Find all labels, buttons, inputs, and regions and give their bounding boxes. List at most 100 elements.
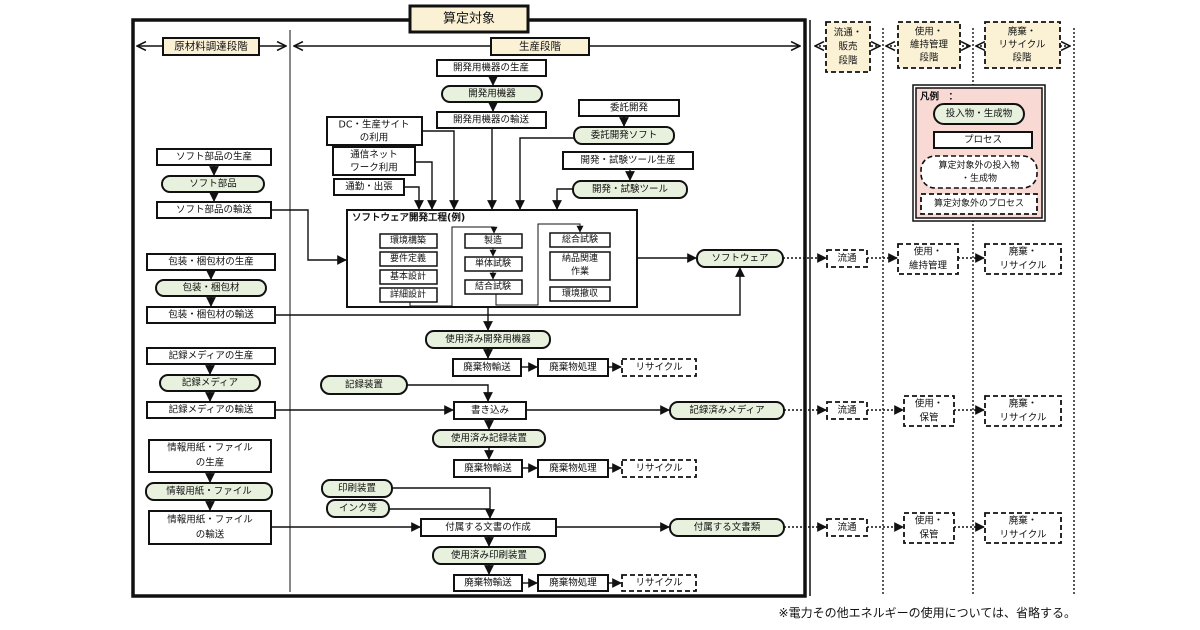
svg-text:廃棄物輸送: 廃棄物輸送 — [463, 361, 511, 373]
node-dev-equipment — [441, 85, 543, 103]
legend-process-symbol — [933, 131, 1033, 149]
svg-text:付属する文書類: 付属する文書類 — [694, 521, 761, 533]
stage-disposal-label: 廃棄・ — [1008, 26, 1037, 38]
svg-text:リサイクル: リサイクル — [998, 40, 1046, 51]
svg-text:保管: 保管 — [919, 412, 938, 424]
legend-out-product-symbol — [920, 155, 1038, 189]
svg-text:使用済み記録装置: 使用済み記録装置 — [451, 432, 527, 444]
svg-text:・生成物: ・生成物 — [961, 172, 997, 184]
legend-product-label: 投入物・生成物 — [946, 108, 1013, 120]
node-disposal-3 — [984, 512, 1062, 544]
svg-text:リサイクル: リサイクル — [635, 578, 683, 589]
svg-text:維持管理: 維持管理 — [910, 39, 949, 51]
svg-text:廃棄物処理: 廃棄物処理 — [549, 577, 597, 589]
svg-text:リサイクル: リサイクル — [635, 463, 683, 474]
node-paper-production — [148, 439, 272, 473]
node-soft-parts — [161, 175, 265, 193]
svg-text:委託開発ソフト: 委託開発ソフト — [591, 129, 658, 141]
svg-text:記録メディアの輸送: 記録メディアの輸送 — [169, 404, 254, 416]
svg-text:書き込み: 書き込み — [471, 404, 509, 416]
svg-text:総合試験: 総合試験 — [562, 233, 598, 245]
footnote: ※電力その他エネルギーの使用については、省略する。 — [779, 605, 1076, 620]
svg-text:使用済み印刷装置: 使用済み印刷装置 — [451, 549, 527, 561]
legend-title: 凡例 ： — [919, 91, 958, 103]
svg-text:情報用紙・ファイル: 情報用紙・ファイル — [167, 514, 253, 526]
svg-text:維持管理: 維持管理 — [909, 260, 948, 272]
svg-text:リサイクル: リサイクル — [999, 530, 1047, 541]
node-disposal-1 — [984, 243, 1062, 275]
svg-text:開発・試験ツール生産: 開発・試験ツール生産 — [580, 154, 675, 166]
svg-text:詳細設計: 詳細設計 — [390, 288, 426, 300]
legend-out-process-symbol — [920, 193, 1038, 215]
node-dc-site-usage — [326, 116, 423, 146]
svg-text:記録装置: 記録装置 — [345, 379, 383, 391]
legend: 凡例 ： 投入物・生成物 プロセス 算定対象外の投入物 ・生成物 算定対象外のプ… — [912, 84, 1046, 222]
svg-text:委託開発: 委託開発 — [610, 102, 649, 114]
node-recycle-1 — [621, 358, 697, 377]
svg-text:情報用紙・ファイル: 情報用紙・ファイル — [167, 442, 253, 454]
svg-text:印刷装置: 印刷装置 — [338, 482, 376, 494]
stage-production-label: 生産段階 — [519, 40, 561, 53]
node-outsourcing — [578, 99, 680, 117]
svg-text:包装・梱包材の生産: 包装・梱包材の生産 — [168, 256, 254, 268]
scope-title-box — [408, 4, 530, 34]
stage-distribution-label: 流通・ — [834, 27, 863, 39]
process-box-title: ソフトウェア開発工程(例) — [352, 212, 465, 224]
stage-production-box — [490, 37, 590, 56]
node-tool-production — [562, 151, 694, 170]
node-use-maintenance — [897, 243, 959, 275]
svg-text:通信ネット: 通信ネット — [350, 149, 398, 161]
svg-text:流通: 流通 — [837, 252, 857, 264]
svg-text:使用済み開発用機器: 使用済み開発用機器 — [445, 333, 531, 345]
svg-text:記録メディアの生産: 記録メディアの生産 — [169, 350, 254, 362]
svg-text:環境構築: 環境構築 — [390, 234, 426, 246]
svg-text:廃棄・: 廃棄・ — [1009, 398, 1038, 410]
node-recycle-3 — [621, 574, 697, 592]
stage-use-box — [897, 21, 961, 69]
svg-text:段階: 段階 — [919, 52, 939, 64]
svg-text:作業: 作業 — [571, 265, 589, 277]
node-paper — [145, 482, 273, 501]
svg-text:情報用紙・ファイル: 情報用紙・ファイル — [166, 485, 252, 497]
node-media-production — [146, 347, 276, 365]
svg-text:廃棄・: 廃棄・ — [1009, 515, 1038, 527]
svg-text:の利用: の利用 — [360, 132, 389, 144]
svg-text:流通: 流通 — [837, 404, 857, 416]
stage-distribution-box — [825, 21, 871, 73]
svg-text:リサイクル: リサイクル — [635, 362, 683, 373]
svg-text:基本設計: 基本設計 — [390, 270, 426, 282]
svg-text:の生産: の生産 — [196, 457, 225, 469]
svg-text:保管: 保管 — [919, 529, 938, 541]
svg-text:廃棄物輸送: 廃棄物輸送 — [464, 462, 512, 474]
svg-text:納品関連: 納品関連 — [562, 252, 598, 264]
svg-text:段階: 段階 — [838, 55, 858, 67]
node-network-usage — [332, 146, 416, 176]
stage-disposal-box — [984, 21, 1061, 69]
svg-text:ソフト部品: ソフト部品 — [189, 178, 237, 190]
svg-text:包装・梱包材の輸送: 包装・梱包材の輸送 — [168, 309, 254, 321]
legend-out-product-label: 算定対象外の投入物 — [938, 159, 1019, 171]
svg-text:結合試験: 結合試験 — [475, 280, 511, 292]
node-recycle-2 — [621, 459, 697, 478]
svg-text:単体試験: 単体試験 — [475, 257, 511, 269]
svg-text:記録済みメディア: 記録済みメディア — [689, 404, 764, 416]
svg-text:の輸送: の輸送 — [196, 529, 225, 541]
node-disposal-2 — [984, 395, 1062, 427]
svg-text:DC・生産サイト: DC・生産サイト — [339, 119, 410, 131]
svg-text:ソフトウェア: ソフトウェア — [711, 253, 768, 264]
svg-text:廃棄物処理: 廃棄物処理 — [549, 462, 597, 474]
stage-raw-label: 原材料調達段階 — [174, 40, 248, 53]
node-dev-equipment-production — [436, 59, 547, 77]
svg-text:リサイクル: リサイクル — [999, 261, 1047, 272]
svg-text:要件定義: 要件定義 — [390, 252, 426, 264]
scope-title: 算定対象 — [443, 12, 495, 27]
legend-process-label: プロセス — [964, 135, 1002, 146]
svg-text:ソフト部品の輸送: ソフト部品の輸送 — [176, 204, 253, 216]
legend-product-symbol — [933, 103, 1025, 125]
svg-text:開発用機器の輸送: 開発用機器の輸送 — [453, 114, 530, 126]
svg-text:廃棄物輸送: 廃棄物輸送 — [464, 577, 512, 589]
legend-out-process-label: 算定対象外のプロセス — [934, 197, 1024, 209]
svg-text:ワーク利用: ワーク利用 — [350, 162, 398, 174]
svg-text:廃棄物処理: 廃棄物処理 — [549, 361, 597, 373]
